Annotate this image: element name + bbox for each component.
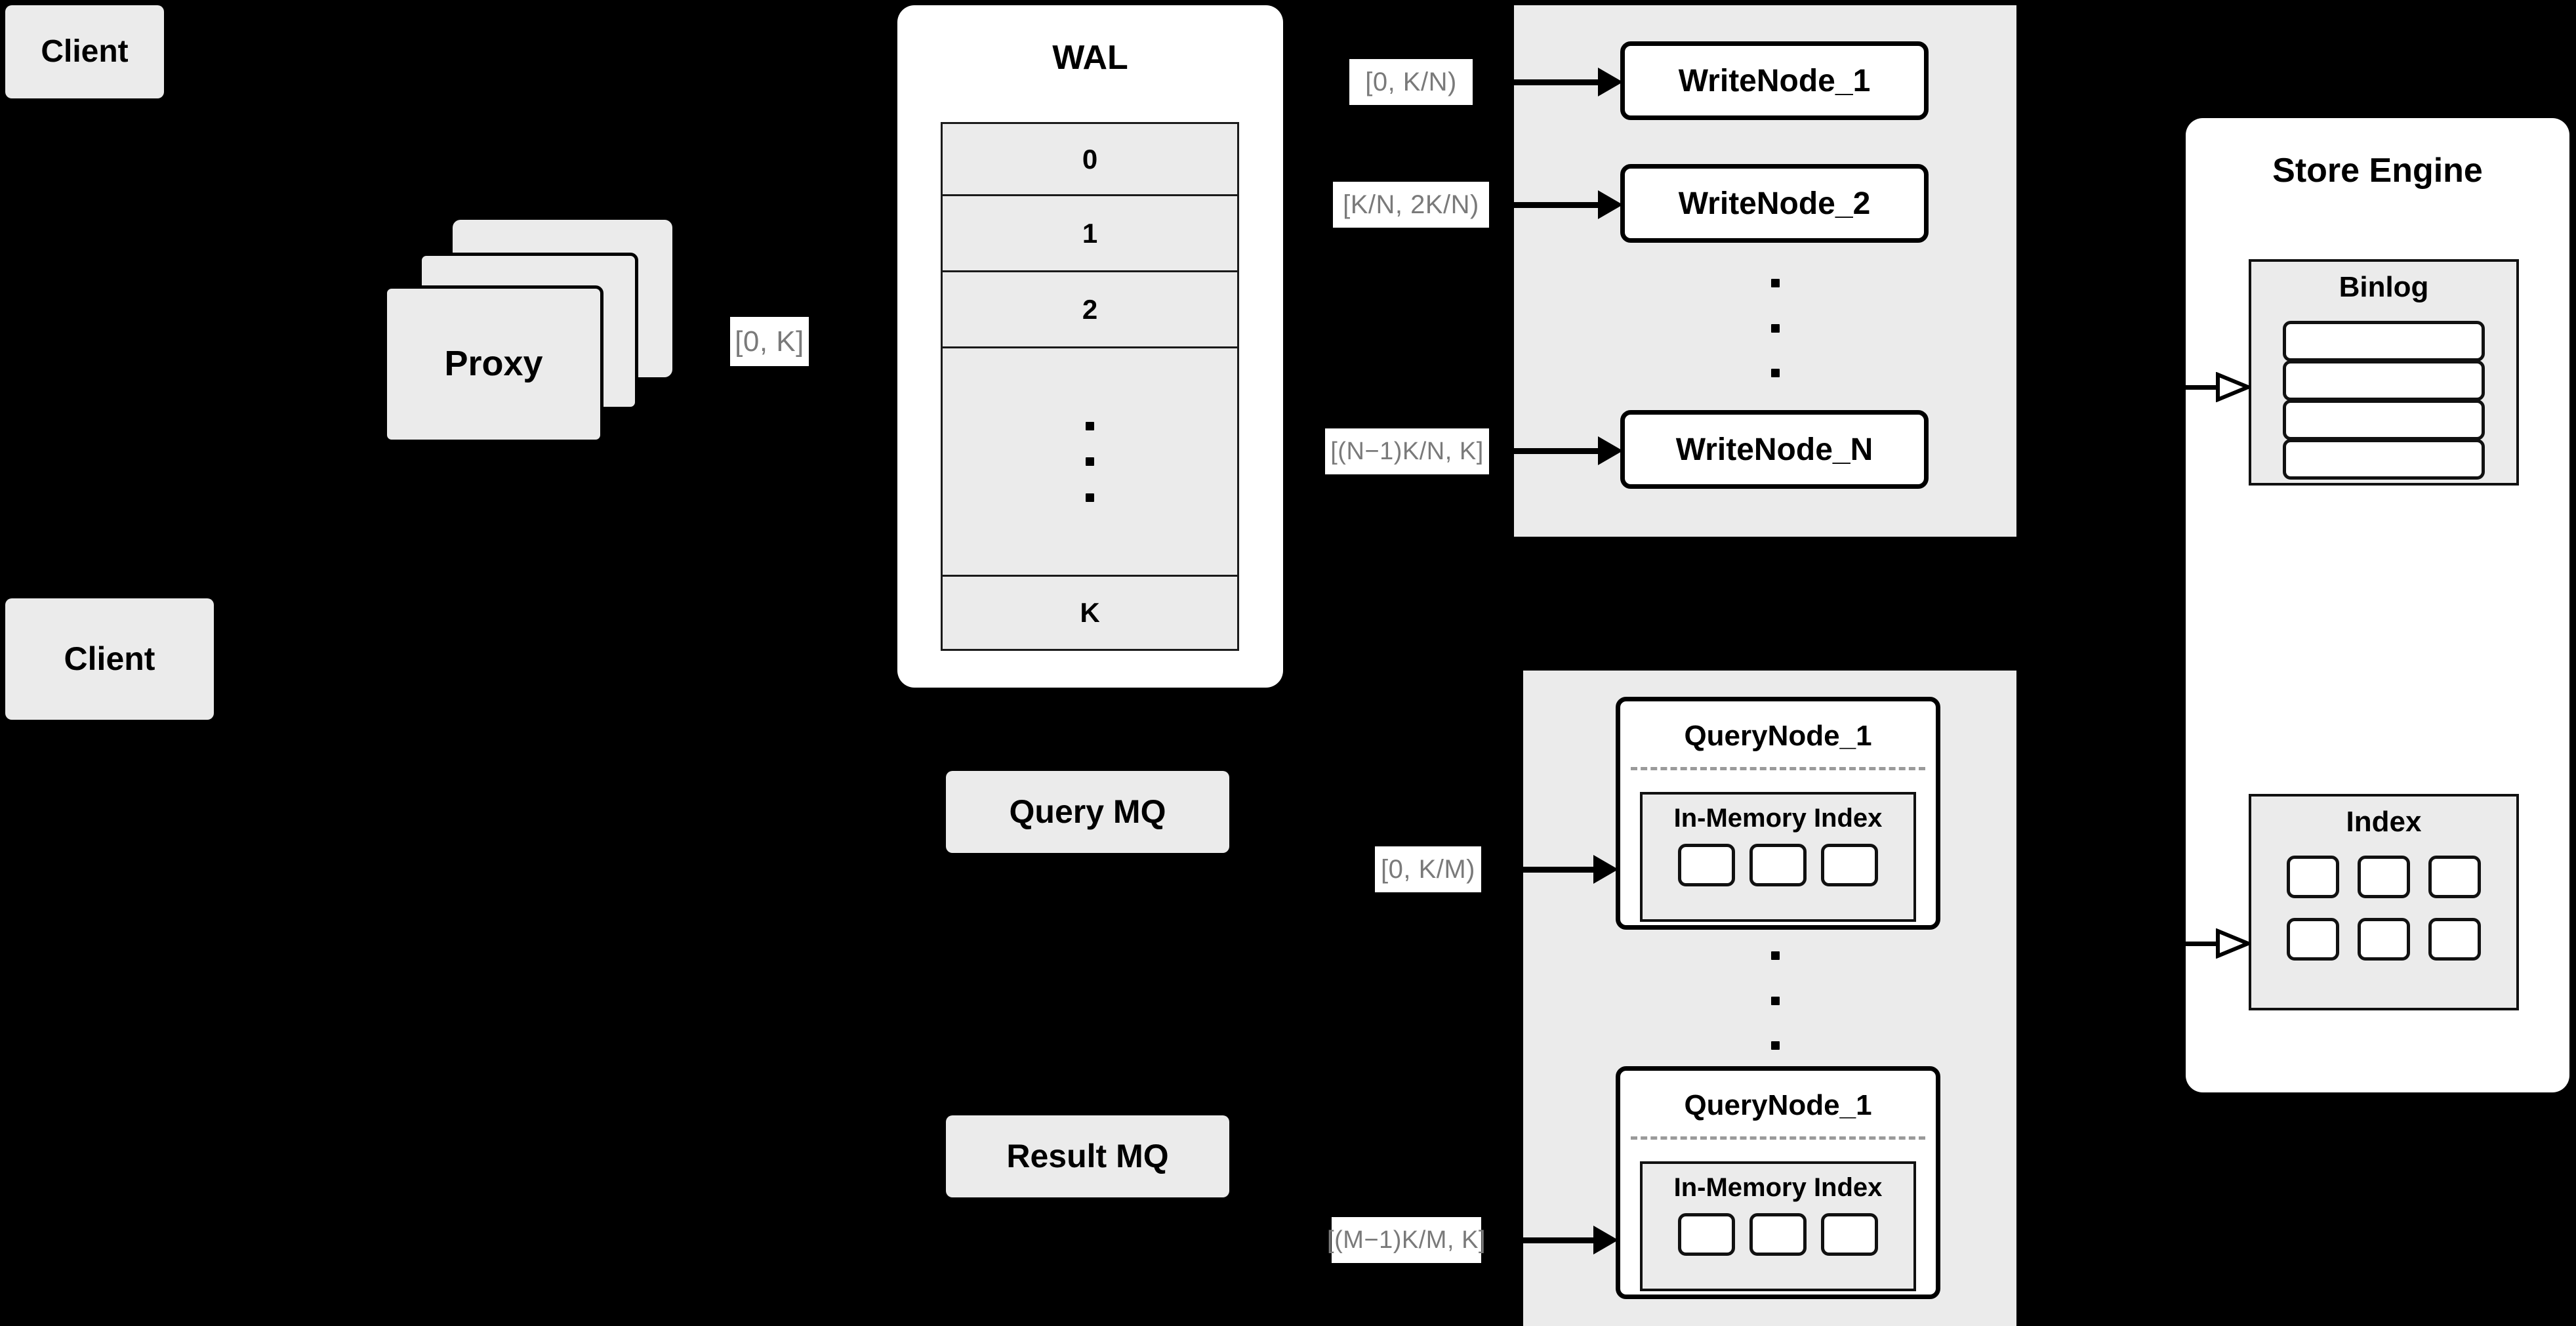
wal-row-list: 0 1 2 K <box>941 122 1239 651</box>
query-node-1[interactable]: QueryNode_1 In-Memory Index <box>1616 697 1940 930</box>
store-engine-title: Store Engine <box>2272 152 2483 190</box>
arrow-to-query-node-m <box>1523 1226 1618 1254</box>
index-cell <box>2358 856 2410 898</box>
write-node-n-range-label: [(N−1)K/N, K] <box>1325 428 1489 474</box>
wal-vertical-ellipsis-icon <box>1086 421 1094 502</box>
hollow-arrowhead-icon <box>2216 928 2250 959</box>
in-memory-index-cell <box>1821 844 1878 886</box>
wal-row-ellipsis <box>941 348 1239 577</box>
query-node-m-range-label: [(M−1)K/M, K] <box>1327 1217 1485 1263</box>
query-node-1-inner-title: In-Memory Index <box>1673 804 1883 833</box>
in-memory-index-cell <box>1678 844 1735 886</box>
query-node-m-range-text: [(M−1)K/M, K] <box>1327 1226 1486 1254</box>
wal-row-0: 0 <box>941 122 1239 196</box>
query-node-1-label: QueryNode_1 <box>1684 720 1872 752</box>
wal-row-label-2: 2 <box>1082 293 1098 325</box>
binlog-row <box>2283 360 2485 401</box>
write-node-1-range-label: [0, K/N) <box>1349 59 1473 105</box>
write-node-2-label: WriteNode_2 <box>1678 186 1871 221</box>
binlog-panel: Binlog <box>2249 259 2519 486</box>
query-node-1-separator <box>1631 767 1925 770</box>
index-cell <box>2428 918 2481 961</box>
arrow-to-write-node-2 <box>1514 190 1623 219</box>
arrow-to-query-node-1 <box>1523 855 1618 884</box>
client-label-1: Client <box>41 33 129 69</box>
in-memory-index-cell <box>1821 1213 1878 1256</box>
proxy-range-label: [0, K] <box>730 317 809 366</box>
wal-row-label-0: 0 <box>1082 143 1098 175</box>
query-node-m[interactable]: QueryNode_1 In-Memory Index <box>1616 1066 1940 1299</box>
in-memory-index-cell <box>1749 844 1807 886</box>
query-mq-label: Query MQ <box>1009 793 1166 830</box>
write-node-n-range-text: [(N−1)K/N, K] <box>1330 437 1484 465</box>
index-title: Index <box>2346 806 2422 838</box>
wal-row-2: 2 <box>941 272 1239 348</box>
client-box-1[interactable]: Client <box>5 5 164 98</box>
wal-title: WAL <box>1052 39 1128 77</box>
in-memory-index-cell <box>1678 1213 1735 1256</box>
write-node-1-label: WriteNode_1 <box>1678 63 1871 98</box>
arrow-to-write-node-1 <box>1514 68 1623 96</box>
query-mq-box[interactable]: Query MQ <box>946 771 1229 853</box>
proxy-card-front[interactable]: Proxy <box>384 285 603 443</box>
result-mq-box[interactable]: Result MQ <box>946 1115 1229 1197</box>
proxy-range-text: [0, K] <box>735 325 804 358</box>
write-node-2-range-label: [K/N, 2K/N) <box>1333 182 1489 228</box>
arrow-to-binlog <box>2186 372 2250 402</box>
query-node-1-range-text: [0, K/M) <box>1380 854 1476 884</box>
query-node-m-label: QueryNode_1 <box>1684 1089 1872 1121</box>
arrow-to-write-node-n <box>1514 436 1623 465</box>
binlog-row <box>2283 400 2485 440</box>
query-node-1-range-label: [0, K/M) <box>1375 846 1481 892</box>
write-cluster-vertical-ellipsis-icon <box>1770 279 1780 377</box>
index-panel: Index <box>2249 794 2519 1010</box>
index-cell <box>2287 856 2339 898</box>
write-node-2[interactable]: WriteNode_2 <box>1620 164 1929 243</box>
write-node-n[interactable]: WriteNode_N <box>1620 410 1929 489</box>
result-mq-label: Result MQ <box>1006 1138 1169 1174</box>
proxy-label: Proxy <box>444 344 543 384</box>
binlog-title: Binlog <box>2339 271 2429 303</box>
query-node-1-inner-panel: In-Memory Index <box>1640 792 1916 922</box>
index-cell <box>2428 856 2481 898</box>
query-node-m-inner-panel: In-Memory Index <box>1640 1161 1916 1291</box>
wal-row-label-k: K <box>1080 597 1100 628</box>
wal-row-label-1: 1 <box>1082 217 1098 249</box>
index-cell <box>2358 918 2410 961</box>
binlog-row <box>2283 321 2485 362</box>
in-memory-index-cell <box>1749 1213 1807 1256</box>
store-engine-card: Store Engine Binlog Index <box>2186 118 2569 1092</box>
wal-row-1: 1 <box>941 196 1239 272</box>
write-node-2-range-text: [K/N, 2K/N) <box>1343 190 1479 219</box>
arrow-to-index <box>2186 928 2250 959</box>
wal-row-k: K <box>941 577 1239 651</box>
wal-card: WAL 0 1 2 K <box>897 5 1283 688</box>
client-box-2[interactable]: Client <box>5 598 214 720</box>
query-node-m-inner-title: In-Memory Index <box>1673 1173 1883 1202</box>
write-node-n-label: WriteNode_N <box>1675 432 1873 467</box>
binlog-row <box>2283 439 2485 480</box>
query-cluster-vertical-ellipsis-icon <box>1770 951 1780 1050</box>
query-node-m-separator <box>1631 1136 1925 1140</box>
index-cell <box>2287 918 2339 961</box>
hollow-arrowhead-icon <box>2216 372 2250 402</box>
client-label-2: Client <box>64 640 155 677</box>
write-node-1-range-text: [0, K/N) <box>1365 67 1457 96</box>
write-node-1[interactable]: WriteNode_1 <box>1620 41 1929 120</box>
